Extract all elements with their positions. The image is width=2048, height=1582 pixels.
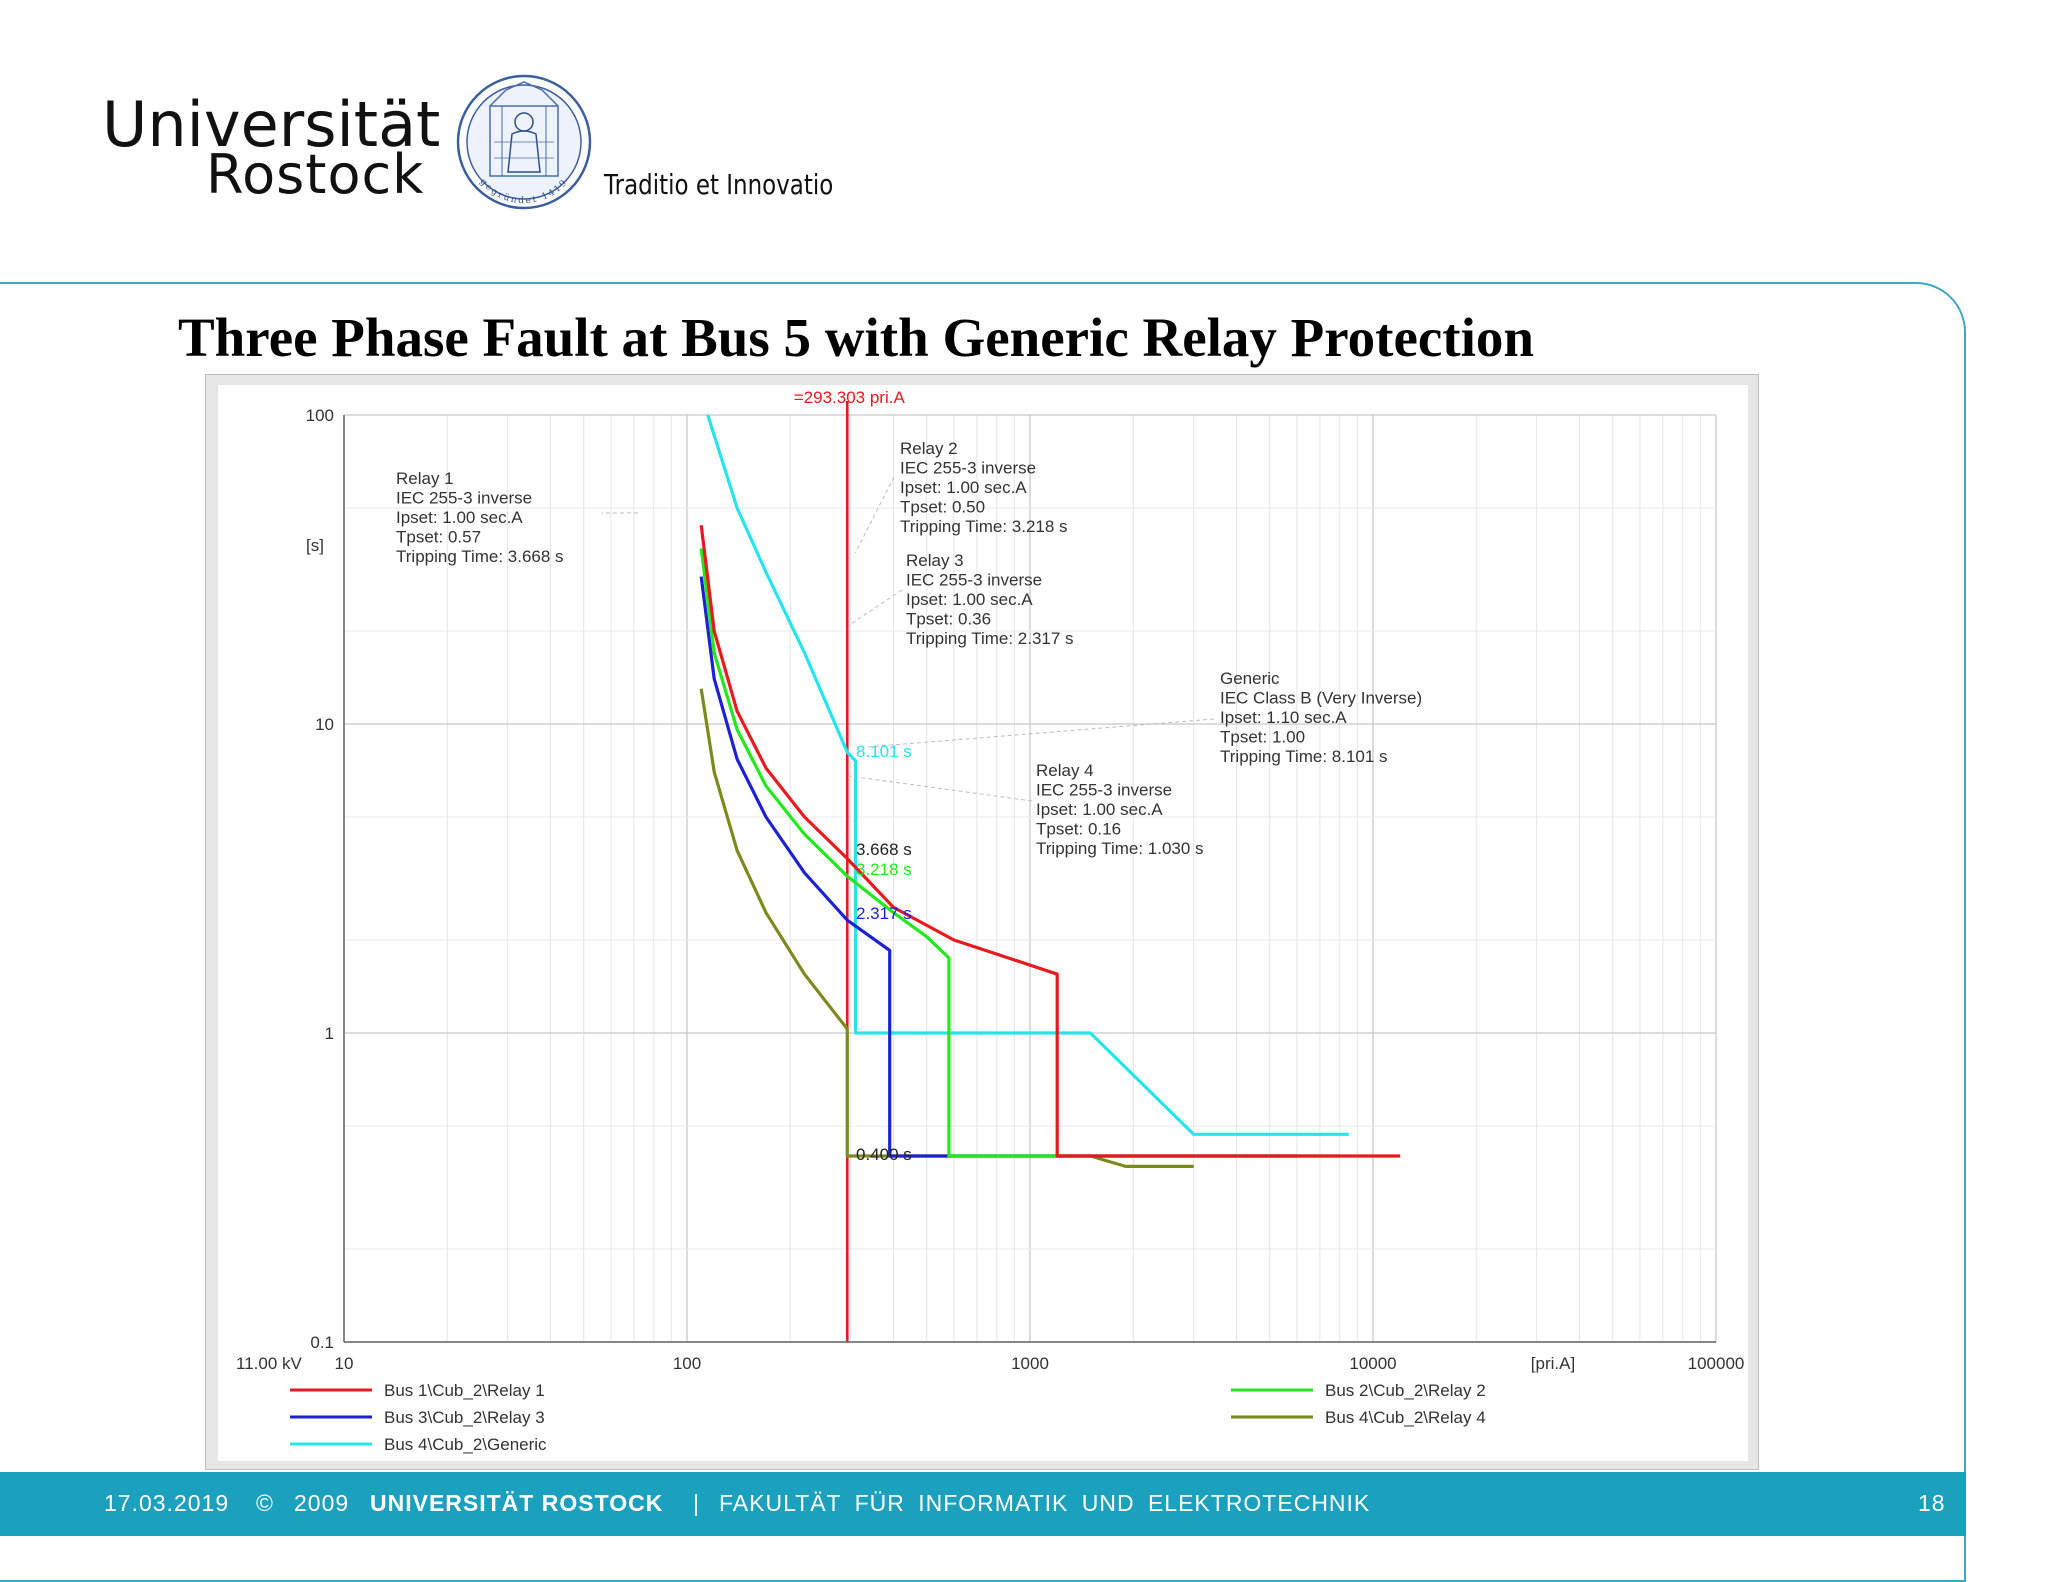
annotation-text: Tripping Time: 8.101 s [1220, 747, 1388, 766]
x-tick-label: 100 [673, 1354, 701, 1373]
footer-bar [0, 1472, 1966, 1536]
annotation-text: Tripping Time: 2.317 s [906, 629, 1074, 648]
page-number: 18 [1918, 1490, 1946, 1516]
grid-lines [343, 414, 1717, 1343]
axes: 0.1 1 10 100 10 100 1000 10000 100000 [s] [pri.A] 1… [236, 406, 1744, 1373]
annotation-text: Tpset: 1.00 [1220, 728, 1305, 747]
annotation-text: Tpset: 0.36 [906, 610, 991, 629]
annotation-text: Ipset: 1.00 sec.A [1036, 800, 1163, 819]
annotation-leader-line [849, 775, 1033, 802]
point-label: 8.101 s [856, 742, 912, 761]
annotation-text: Ipset: 1.00 sec.A [900, 478, 1027, 497]
university-seal-logo: gegründet 1419 [456, 74, 592, 210]
motto: Traditio et Innovatio [604, 168, 834, 201]
series-curves [699, 414, 1401, 1168]
footer-separator: | [693, 1490, 700, 1516]
legend-label: Bus 4\Cub_2\Generic [384, 1435, 547, 1454]
annotation-text: Relay 1 [396, 469, 454, 488]
legend-label: Bus 2\Cub_2\Relay 2 [1325, 1381, 1486, 1400]
x-tick-label: 10 [335, 1354, 354, 1373]
slide-title: Three Phase Fault at Bus 5 with Generic … [178, 307, 1534, 368]
y-tick-label: 100 [306, 406, 334, 425]
x-tick-label: 1000 [1011, 1354, 1049, 1373]
voltage-label: 11.00 kV [236, 1354, 303, 1373]
footer-date: 17.03.2019 [104, 1490, 230, 1516]
point-label: 2.317 s [856, 904, 912, 923]
y-tick-label: 1 [325, 1024, 334, 1043]
series-curve [699, 688, 1194, 1168]
annotation-text: Tpset: 0.57 [396, 528, 481, 547]
x-tick-label: 10000 [1349, 1354, 1396, 1373]
logo-wordmark-line1: Universität [102, 88, 441, 161]
time-current-chart: =293.303 pri.A 0.1 1 10 100 10 100 1000 10000 10… [218, 385, 1748, 1461]
footer-faculty: FAKULTÄT FÜR INFORMATIK UND ELEKTROTECHN… [719, 1490, 1371, 1516]
x-axis-label: [pri.A] [1531, 1354, 1575, 1373]
fault-current-label: =293.303 pri.A [794, 388, 906, 407]
legend-label: Bus 3\Cub_2\Relay 3 [384, 1408, 545, 1427]
chart-background [218, 385, 1748, 1461]
x-tick-label: 100000 [1688, 1354, 1745, 1373]
y-tick-label: 0.1 [310, 1333, 334, 1352]
fault-marker: =293.303 pri.A [794, 388, 906, 1342]
legend-label: Bus 4\Cub_2\Relay 4 [1325, 1408, 1486, 1427]
annotation-text: Ipset: 1.00 sec.A [906, 590, 1033, 609]
point-label: 3.668 s [856, 840, 912, 859]
footer-university: UNIVERSITÄT ROSTOCK [370, 1490, 664, 1516]
annotation-text: Tripping Time: 1.030 s [1036, 839, 1204, 858]
footer-copyright-symbol: © [256, 1490, 274, 1516]
annotation-leader-line [849, 589, 903, 626]
annotation-text: Tpset: 0.50 [900, 498, 985, 517]
chart-panel: =293.303 pri.A 0.1 1 10 100 10 100 1000 10000 10… [205, 374, 1759, 1470]
logo-wordmark-line2: Rostock [206, 143, 425, 206]
annotation-text: IEC 255-3 inverse [900, 459, 1036, 478]
annotation-text: IEC Class B (Very Inverse) [1220, 689, 1422, 708]
series-curve [706, 414, 1349, 1136]
annotation-text: IEC 255-3 inverse [1036, 781, 1172, 800]
annotation-text: Ipset: 1.00 sec.A [396, 508, 523, 527]
annotation-text: Tripping Time: 3.218 s [900, 517, 1068, 536]
annotation-leader-line [867, 718, 1215, 748]
annotation-text: IEC 255-3 inverse [906, 571, 1042, 590]
annotation-text: Tripping Time: 3.668 s [396, 547, 564, 566]
point-label: 3.218 s [856, 860, 912, 879]
y-axis-label: [s] [306, 536, 324, 555]
legend-label: Bus 1\Cub_2\Relay 1 [384, 1381, 545, 1400]
footer-year: 2009 [294, 1490, 350, 1516]
series-curve [699, 525, 1401, 1158]
annotation-text: Relay 3 [906, 551, 964, 570]
annotation-text: Tpset: 0.16 [1036, 820, 1121, 839]
chart-legend: Bus 1\Cub_2\Relay 1 Bus 2\Cub_2\Relay 2 Bu… [290, 1381, 1486, 1454]
annotation-text: Generic [1220, 669, 1280, 688]
y-tick-label: 10 [315, 715, 334, 734]
annotation-text: Relay 4 [1036, 761, 1094, 780]
annotation-text: Ipset: 1.10 sec.A [1220, 708, 1347, 727]
annotation-text: Relay 2 [900, 439, 958, 458]
annotation-leader-line [854, 476, 895, 554]
point-label: 0.400 s [856, 1145, 912, 1164]
annotation-text: IEC 255-3 inverse [396, 489, 532, 508]
series-curve [699, 548, 1340, 1158]
